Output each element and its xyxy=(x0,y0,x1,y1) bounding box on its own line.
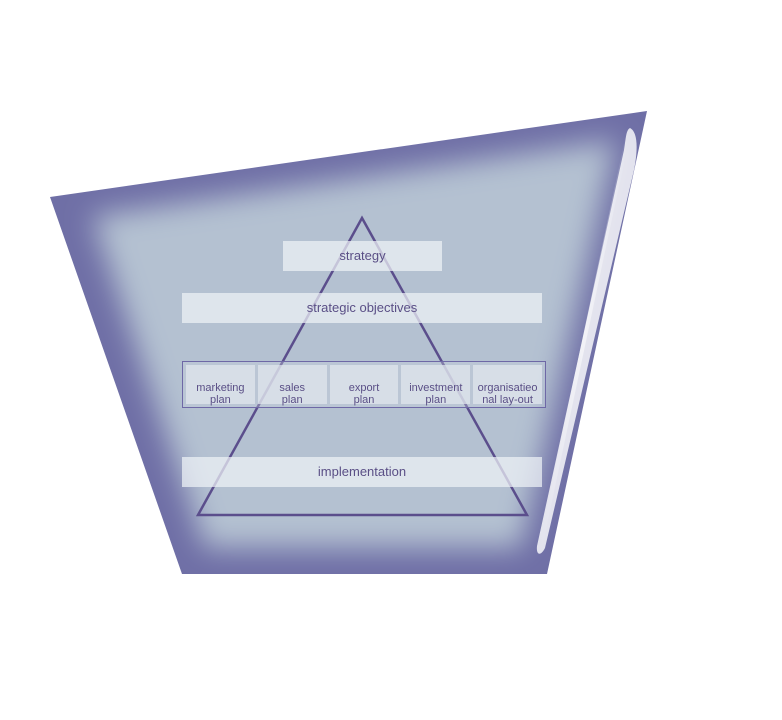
strategy-box: strategy xyxy=(283,241,442,271)
strategic-objectives-label: strategic objectives xyxy=(306,300,418,315)
strategic-objectives-box: strategic objectives xyxy=(182,293,542,323)
implementation-label: implementation xyxy=(317,464,407,479)
strategy-label: strategy xyxy=(339,248,386,263)
implementation-box: implementation xyxy=(182,457,542,487)
